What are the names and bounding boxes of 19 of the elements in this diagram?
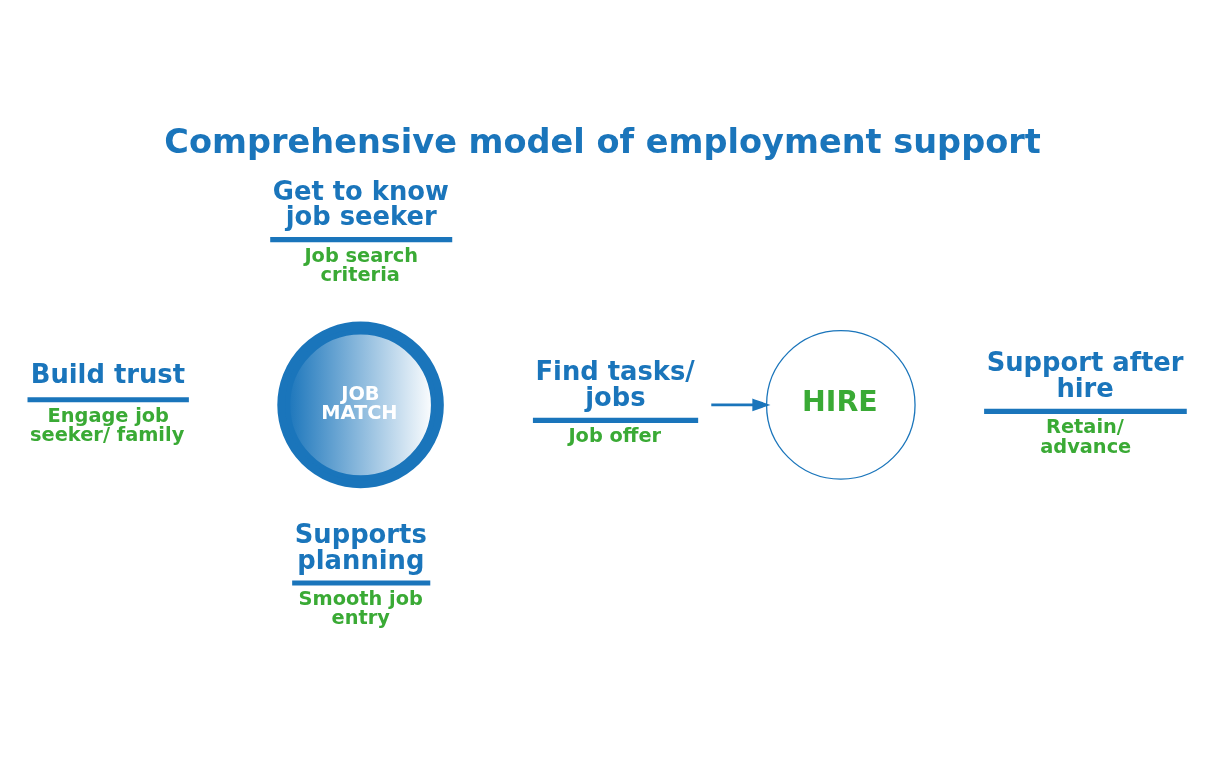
node-label: Get to know job seeker — [272, 175, 449, 231]
node-label: Build trust — [30, 358, 185, 389]
diagram-title: Comprehensive model of employment support — [164, 121, 1041, 161]
node-circle: HIRE — [765, 329, 916, 480]
node-box — [292, 579, 431, 586]
node-label: Job search criteria — [304, 243, 419, 286]
node-label: Support after hire — [986, 346, 1184, 403]
node-label: Supports planning — [294, 518, 427, 575]
node-box — [532, 417, 699, 423]
node-label: Smooth job entry — [298, 586, 423, 629]
node-label: Retain/ advance — [1040, 414, 1132, 458]
node-box — [984, 408, 1187, 414]
node-box — [27, 396, 189, 402]
node-label: Find tasks/ jobs — [535, 355, 695, 412]
node-circle: JOB MATCH — [277, 321, 444, 488]
node-box — [270, 236, 453, 242]
node-label: Engage job seeker/ family — [30, 403, 185, 446]
node-label: Job offer — [568, 423, 662, 447]
arrow — [711, 398, 771, 411]
